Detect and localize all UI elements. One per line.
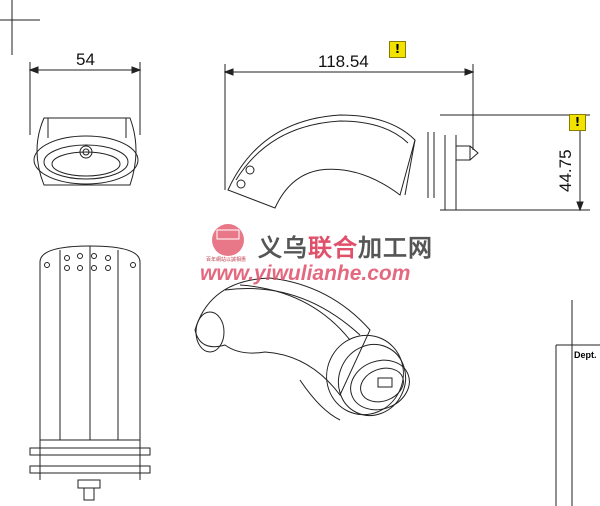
dimension-width: 54 xyxy=(76,50,95,69)
title-block xyxy=(555,300,600,506)
elevation-view xyxy=(29,245,151,501)
watermark-title-red: 联合 xyxy=(308,235,358,262)
dimension-height: 44.75 xyxy=(556,149,575,192)
side-view xyxy=(223,64,590,212)
watermark-logo xyxy=(212,224,244,256)
exclamation-warning-icon[interactable]: ! xyxy=(389,41,406,58)
watermark-url: www.yiwulianhe.com xyxy=(200,262,411,285)
isometric-view xyxy=(194,277,410,421)
watermark-title-part: 义乌 xyxy=(258,235,308,262)
watermark-title-part: 加工网 xyxy=(358,235,433,262)
exclamation-warning-icon[interactable]: ! xyxy=(569,114,586,131)
front-view xyxy=(28,62,142,186)
watermark-tagline: 百年網站以誠相惠 xyxy=(206,257,247,263)
watermark-title: 义乌联合加工网 xyxy=(258,228,433,263)
dimension-length: 118.54 xyxy=(318,52,369,71)
corner-mark xyxy=(0,0,40,55)
dept-label: Dept. xyxy=(574,350,597,360)
